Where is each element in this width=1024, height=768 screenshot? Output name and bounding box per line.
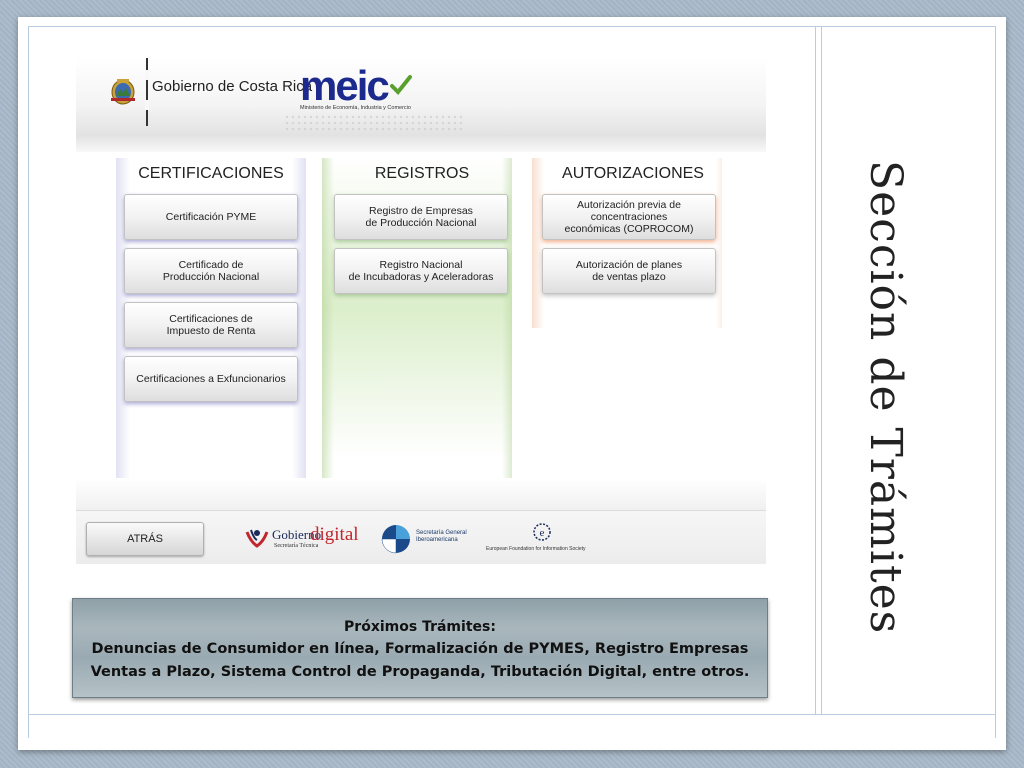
gobierno-digital-accent-text: digital <box>310 524 359 545</box>
registro-empresas-produccion-button[interactable]: Registro de Empresas de Producción Nacio… <box>334 194 508 240</box>
screenshot-panel: Gobierno de Costa Rica meic Ministerio d… <box>76 58 766 564</box>
svg-text:e: e <box>540 527 545 539</box>
dot-pattern <box>284 114 464 132</box>
certificado-produccion-nacional-button[interactable]: Certificado de Producción Nacional <box>124 248 298 294</box>
frame-line <box>995 26 996 738</box>
column-title-registros: REGISTROS <box>374 165 470 182</box>
bar-gap <box>145 70 149 80</box>
vertical-divider <box>815 26 816 715</box>
frame-line <box>28 714 996 715</box>
banner-line: Ventas a Plazo, Sistema Control de Propa… <box>90 664 750 680</box>
gobierno-digital-subtitle: Secretaría Técnica <box>274 543 319 549</box>
segib-logo-icon <box>381 525 410 554</box>
certificaciones-exfuncionarios-button[interactable]: Certificaciones a Exfuncionarios <box>124 356 298 402</box>
certificaciones-impuesto-renta-button[interactable]: Certificaciones de Impuesto de Renta <box>124 302 298 348</box>
banner-line: Denuncias de Consumidor en línea, Formal… <box>91 641 749 657</box>
back-button[interactable]: ATRÁS <box>86 522 204 556</box>
vertical-divider <box>821 26 822 715</box>
certificacion-pyme-button[interactable]: Certificación PYME <box>124 194 298 240</box>
upcoming-procedures-banner: Próximos Trámites: Denuncias de Consumid… <box>72 598 768 698</box>
gov-title: Gobierno de Costa Rica <box>152 78 313 95</box>
column-title-autorizaciones: AUTORIZACIONES <box>562 165 704 182</box>
meic-subtitle: Ministerio de Economía, Industria y Come… <box>300 105 411 111</box>
efis-text: European Foundation for Information Soci… <box>486 546 586 552</box>
bar-gap <box>145 100 149 110</box>
gobierno-digital-text: Gobierno <box>272 527 322 542</box>
frame-line <box>28 26 996 27</box>
costa-rica-seal-icon <box>111 79 135 105</box>
registro-incubadoras-button[interactable]: Registro Nacional de Incubadoras y Acele… <box>334 248 508 294</box>
autorizacion-coprocom-button[interactable]: Autorización previa de concentraciones e… <box>542 194 716 240</box>
frame-line <box>28 26 29 738</box>
meic-logo: meic <box>300 62 390 109</box>
header-separator <box>76 136 766 152</box>
column-title-certificaciones: CERTIFICACIONES <box>138 165 284 182</box>
column-glow-autorizaciones <box>532 158 722 328</box>
efis-logo-icon: e <box>533 523 551 541</box>
gov-divider-bar <box>146 58 148 126</box>
banner-title: Próximos Trámites: <box>344 619 496 635</box>
footer-fade <box>76 478 766 510</box>
side-title: Sección de Trámites <box>860 160 911 635</box>
gobierno-digital-logo-icon <box>245 529 269 548</box>
meic-check-icon <box>390 75 412 95</box>
segib-text: Secretaría General Iberoamericana <box>416 530 467 543</box>
autorizacion-ventas-plazo-button[interactable]: Autorización de planes de ventas plazo <box>542 248 716 294</box>
